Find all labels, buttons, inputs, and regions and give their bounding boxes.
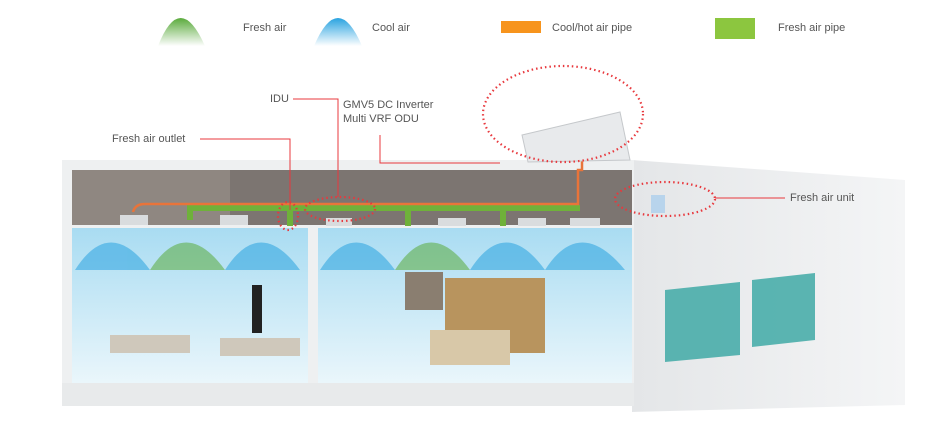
legend-cool-hot-pipe: Cool/hot air pipe bbox=[552, 22, 633, 34]
fresh-air-pipe-legend-icon bbox=[715, 18, 755, 39]
table bbox=[220, 338, 300, 356]
desk bbox=[430, 330, 510, 365]
fresh-air-pipe bbox=[187, 205, 580, 220]
legend-cool-air: Cool air bbox=[372, 22, 410, 34]
table bbox=[110, 335, 190, 353]
window bbox=[752, 273, 815, 347]
callout-highlight bbox=[276, 64, 717, 232]
cool-hot-pipe-legend-icon bbox=[501, 21, 541, 33]
cool-air-legend-icon bbox=[314, 18, 362, 46]
callout-idu: IDU bbox=[270, 93, 289, 105]
callout-odu-line1: GMV5 DC Inverter bbox=[343, 99, 434, 111]
legend-fresh-air: Fresh air bbox=[243, 22, 287, 34]
odu-unit bbox=[521, 111, 631, 163]
legend-fresh-air-pipe: Fresh air pipe bbox=[778, 22, 846, 34]
painting bbox=[405, 272, 443, 310]
callout-fresh-air-unit: Fresh air unit bbox=[790, 192, 855, 204]
fresh-air-unit bbox=[651, 195, 665, 213]
cool-hot-air-pipe bbox=[131, 160, 584, 213]
callout-fresh-air-outlet: Fresh air outlet bbox=[112, 133, 186, 145]
fresh-air-legend-icon bbox=[158, 18, 205, 46]
person bbox=[252, 285, 262, 333]
window bbox=[665, 282, 740, 362]
callout-odu-line2: Multi VRF ODU bbox=[343, 113, 419, 125]
floor bbox=[62, 383, 634, 406]
